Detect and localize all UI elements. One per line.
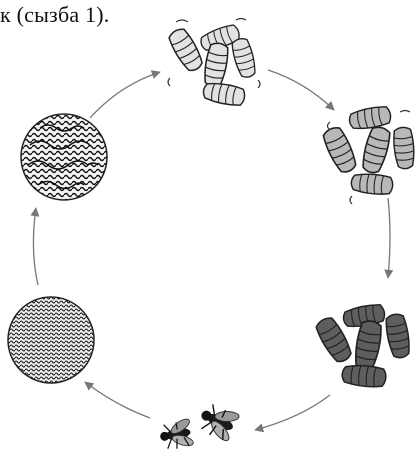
arrow-eggs-to-larvae [90, 72, 160, 118]
arrow-flies-to-ball [85, 382, 150, 418]
stage-dark-larvae [313, 303, 412, 389]
stage-egg-mass [21, 114, 107, 200]
arrow-dark-to-flies [255, 395, 330, 430]
stage-dense-egg-ball [8, 297, 94, 383]
arrow-striped-to-dark [388, 198, 390, 278]
stage-striped-larvae [320, 105, 415, 204]
stage-adult-flies [158, 398, 243, 453]
arrow-larvae-to-striped [268, 70, 334, 110]
arrow-ball-to-eggs [33, 208, 38, 285]
stage-pale-larvae [166, 19, 260, 108]
